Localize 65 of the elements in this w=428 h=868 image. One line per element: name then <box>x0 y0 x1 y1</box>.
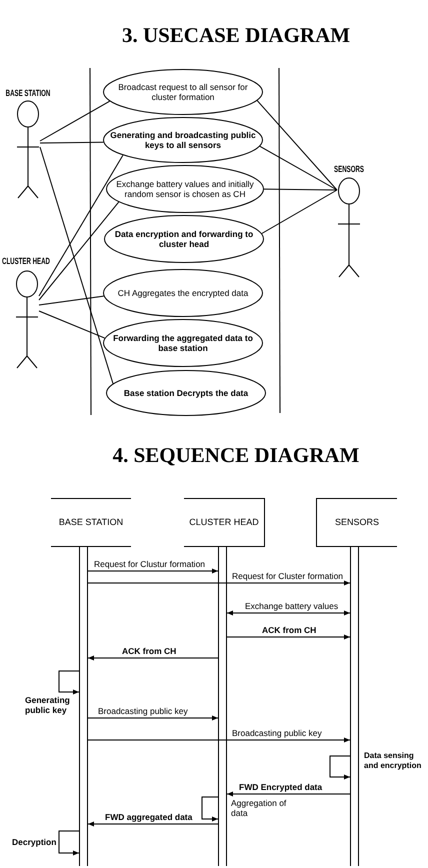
association-line <box>38 154 124 296</box>
message-arrow <box>88 738 350 742</box>
message-label: Broadcasting public key <box>98 706 188 716</box>
use-case-name: Exchange battery values and initially random sensor is chosen as CH <box>115 178 255 200</box>
use-case-ellipse <box>103 69 263 115</box>
message-arrow <box>88 568 218 574</box>
message-label: ACK from CH <box>122 646 176 656</box>
self-message-arrow <box>202 796 218 822</box>
use-case-name: Generating and broadcasting public keys to all sensors <box>110 130 256 150</box>
message-label: Request for Cluster formation <box>232 571 344 581</box>
message-arrow <box>88 656 218 660</box>
stick-figure-icon <box>16 100 40 199</box>
use-case-ellipse <box>106 165 264 213</box>
association-line <box>40 142 104 144</box>
self-message-arrow <box>58 830 80 856</box>
message-arrow <box>88 580 350 586</box>
association-line <box>259 146 338 190</box>
stick-figure-icon <box>337 177 361 278</box>
association-line <box>256 100 338 190</box>
participant-name: BASE STATION <box>58 517 124 528</box>
lifeline-bar <box>79 547 88 866</box>
lifeline-header <box>184 498 265 547</box>
participant-name: CLUSTER HEAD <box>189 517 259 528</box>
use-case-ellipse <box>104 215 264 263</box>
actor-name: SENSORS <box>334 164 364 174</box>
message-label: Exchange battery values <box>245 601 338 611</box>
message-label: Decryption <box>12 837 56 847</box>
lifeline-bar <box>350 547 359 866</box>
lifeline-bar <box>218 547 227 866</box>
message-arrow <box>88 822 218 826</box>
self-message-arrow <box>330 756 350 780</box>
association-line <box>38 202 120 300</box>
association-line <box>40 100 110 142</box>
message-label: ACK from CH <box>262 625 316 635</box>
self-message-arrow <box>58 670 80 694</box>
use-case-ellipse <box>103 117 263 163</box>
association-line <box>261 190 338 234</box>
section-heading: 4. SEQUENCE DIAGRAM <box>112 444 360 466</box>
use-case-ellipse <box>106 370 266 416</box>
message-arrow <box>226 792 350 796</box>
use-case-ellipse <box>103 319 263 367</box>
association-line <box>38 310 106 339</box>
use-case-name: CH Aggregates the encrypted data <box>116 288 250 298</box>
lifeline-header <box>316 498 397 547</box>
use-case-name: Data encryption and forwarding to cluster head <box>114 228 254 250</box>
stick-figure-icon <box>15 270 39 369</box>
association-line <box>40 146 114 384</box>
use-case-name: Base station Decrypts the data <box>122 388 250 398</box>
section-heading: 3. USECASE DIAGRAM <box>122 24 350 46</box>
participant-name: SENSORS <box>334 517 379 528</box>
message-label: FWD aggregated data <box>105 812 192 822</box>
association-line <box>38 296 104 306</box>
message-arrow <box>88 716 218 720</box>
lifeline-header <box>51 498 131 547</box>
actor-name: BASE STATION <box>6 88 50 98</box>
use-case-ellipse <box>103 269 263 317</box>
actor-name: CLUSTER HEAD <box>2 256 50 266</box>
use-case-name: Broadcast request to all sensor for cluster formation <box>117 82 249 102</box>
use-case-name: Forwarding the aggregated data to base station <box>112 332 254 354</box>
message-label: FWD Encrypted data <box>239 782 322 792</box>
message-label: Request for Clustur formation <box>94 559 206 569</box>
message-label: Broadcasting public key <box>232 728 322 738</box>
message-arrow <box>226 610 350 616</box>
message-arrow <box>226 634 350 640</box>
association-line <box>264 188 338 190</box>
